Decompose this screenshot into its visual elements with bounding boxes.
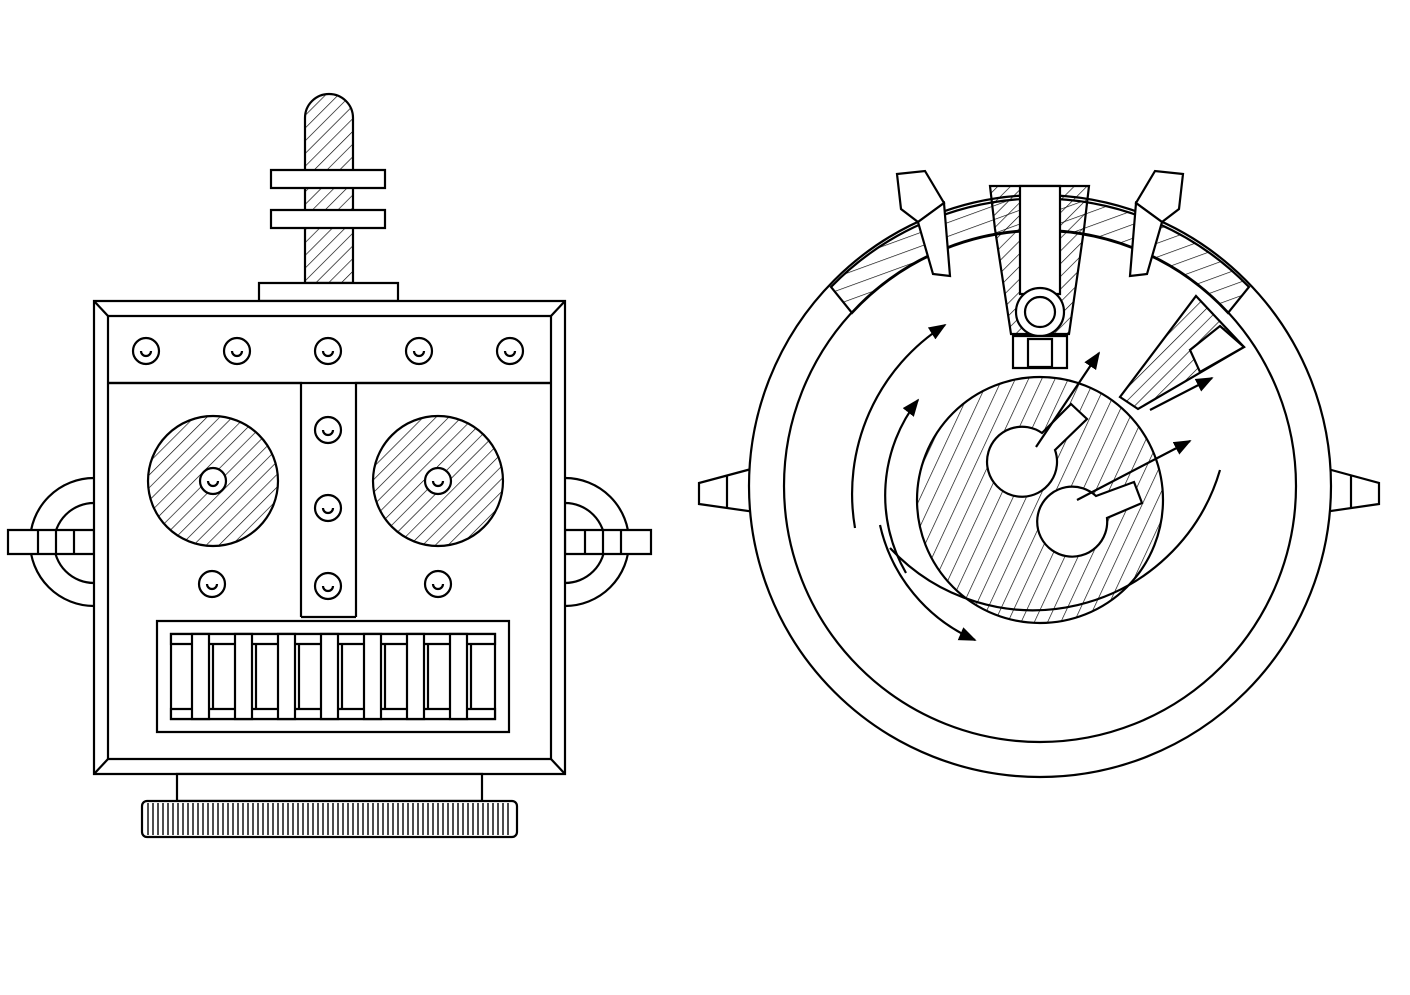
ear-right xyxy=(565,478,651,606)
top-clamp xyxy=(990,186,1089,368)
rivets-top xyxy=(133,338,523,364)
ear-left xyxy=(8,478,94,606)
knurled-base xyxy=(142,801,517,837)
flow-arrows xyxy=(852,324,1220,640)
eye-right xyxy=(373,416,503,546)
rotor xyxy=(917,377,1163,623)
mouth-grille xyxy=(157,621,509,732)
neck xyxy=(177,774,482,801)
rivets-column xyxy=(199,417,451,599)
antenna-collar xyxy=(259,283,398,301)
rim-tabs xyxy=(897,171,1183,276)
eye-left xyxy=(148,416,278,546)
robot-head-figure xyxy=(8,94,651,837)
antenna xyxy=(259,94,398,301)
vane xyxy=(1120,296,1244,409)
rotor-device-figure xyxy=(699,171,1379,777)
